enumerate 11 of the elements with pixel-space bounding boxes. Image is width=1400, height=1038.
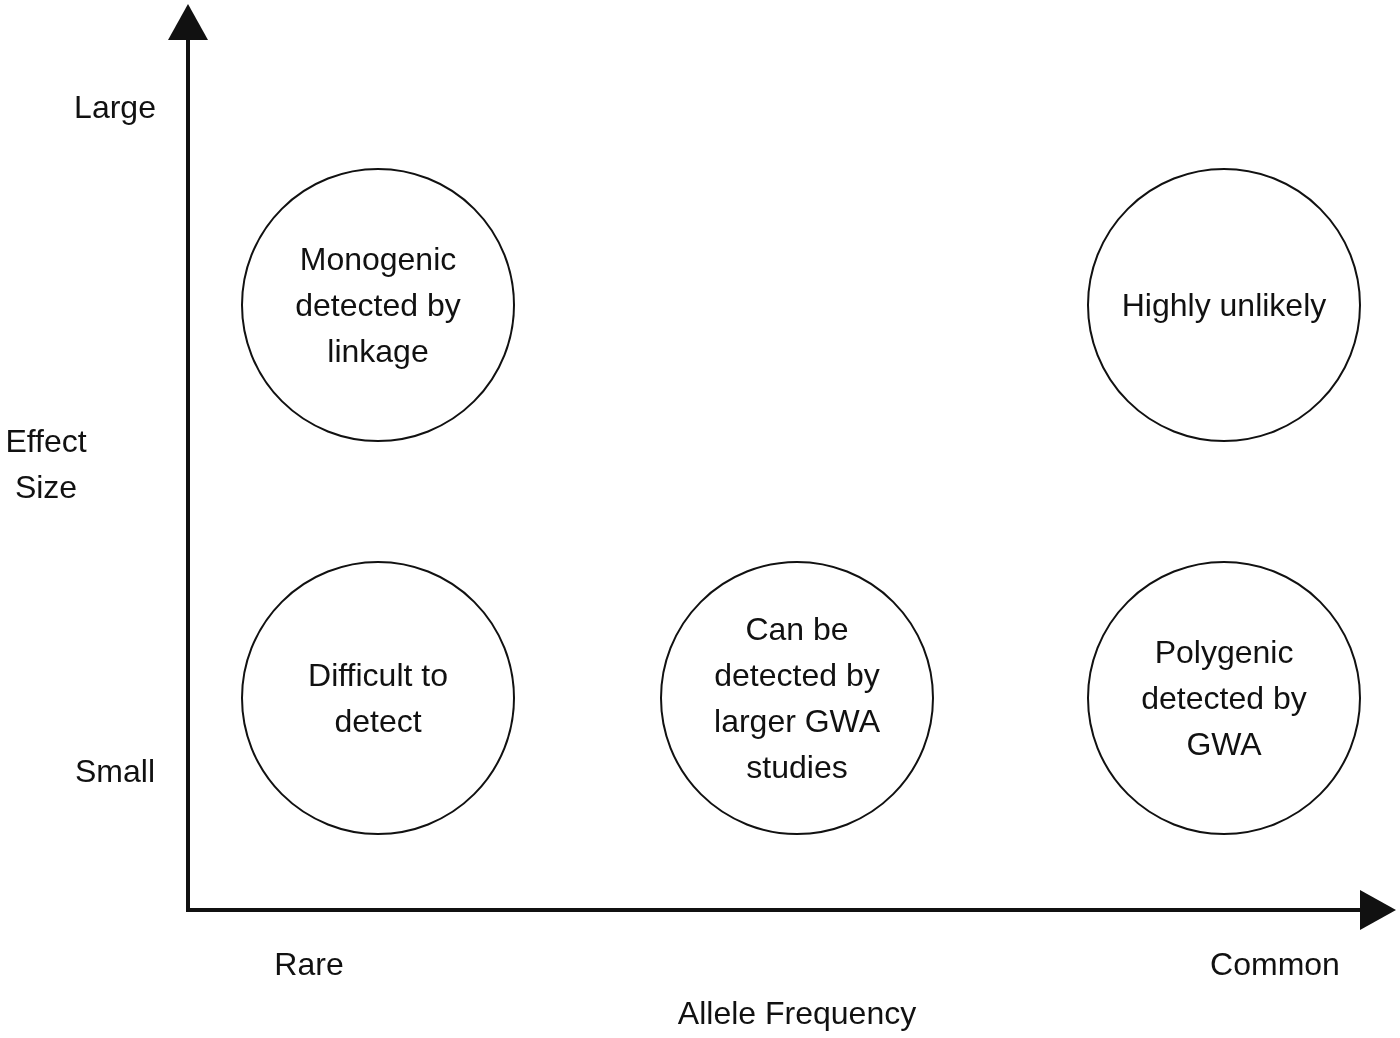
axis-tick-label: Large — [74, 88, 156, 127]
circle-label: Difficult to detect — [307, 656, 449, 741]
circle-label: Can be detected by larger GWA studies — [713, 610, 881, 787]
axis-title: Effect Size — [4, 422, 88, 507]
axis-title: Allele Frequency — [677, 994, 917, 1033]
axis-tick-label: Common — [1210, 945, 1340, 984]
axis-tick-label: Rare — [274, 945, 344, 984]
circle-label: Monogenic detected by linkage — [294, 240, 462, 371]
circle-label: Highly unlikely — [1120, 286, 1328, 325]
circle-label: Polygenic detected by GWA — [1140, 633, 1308, 764]
axis-tick-label: Small — [75, 752, 155, 791]
